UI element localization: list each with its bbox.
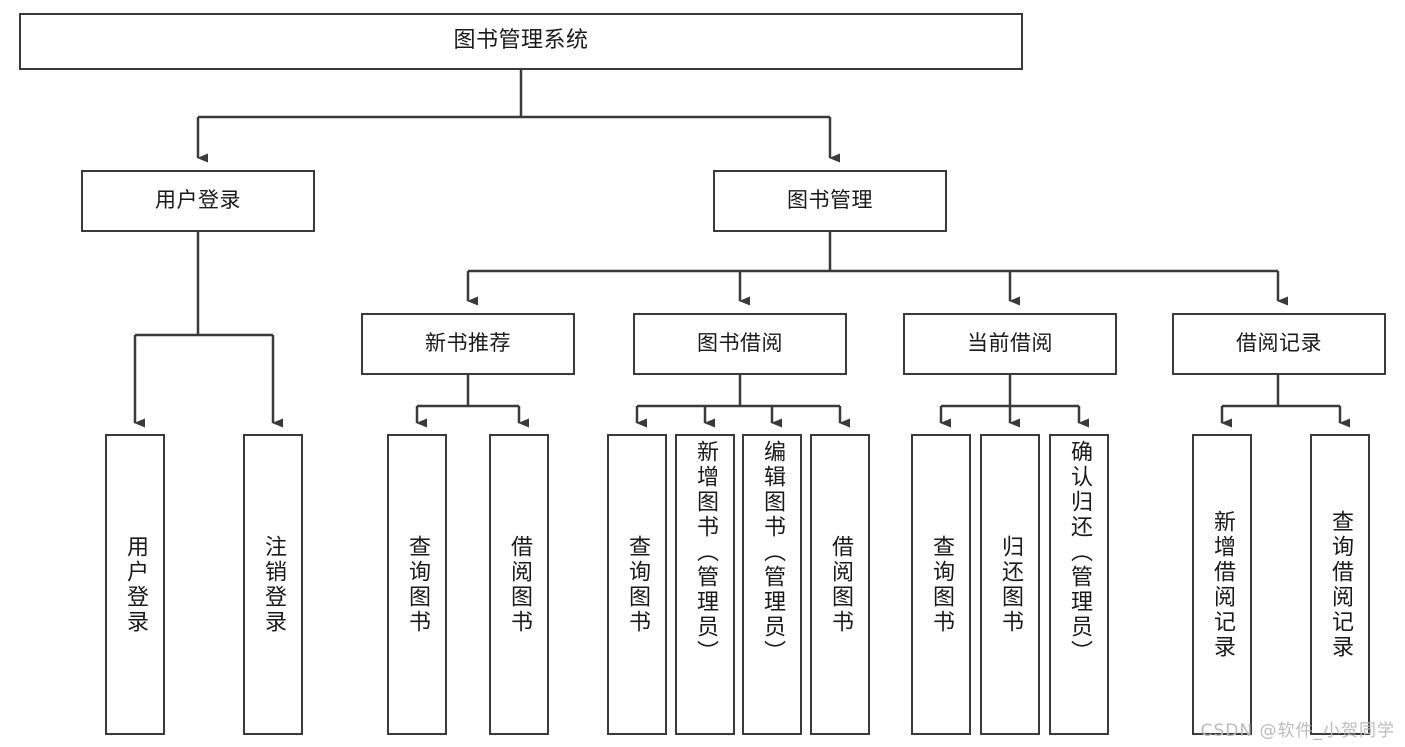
node-book-manage[interactable]: 图书管理 (713, 170, 947, 232)
node-new-book-recommend[interactable]: 新书推荐 (361, 313, 575, 375)
node-label: 借阅记录 (1236, 331, 1322, 356)
label-wrap: 新增图书（管理员） (677, 436, 733, 733)
label-wrap: 查询借阅记录 (1312, 436, 1368, 733)
node-leaf-query-book-rec[interactable]: 查询图书 (387, 434, 447, 735)
node-leaf-add-borrow-record[interactable]: 新增借阅记录 (1192, 434, 1252, 735)
node-leaf-return-book[interactable]: 归还图书 (980, 434, 1040, 735)
node-leaf-borrow-book-rec[interactable]: 借阅图书 (489, 434, 549, 735)
node-leaf-add-book-admin[interactable]: 新增图书（管理员） (675, 434, 735, 735)
label-wrap: 新增借阅记录 (1194, 436, 1250, 733)
label-wrap: 归还图书 (982, 436, 1038, 733)
node-label: 查询图书 (625, 534, 650, 635)
node-label: 归还图书 (998, 534, 1023, 635)
node-label: 用户登录 (123, 534, 148, 635)
node-leaf-user-login[interactable]: 用户登录 (105, 434, 165, 735)
label-wrap: 查询图书 (389, 436, 445, 733)
node-label: 图书管理 (787, 188, 873, 213)
node-leaf-logout[interactable]: 注销登录 (243, 434, 303, 735)
label-wrap: 借阅图书 (491, 436, 547, 733)
label-wrap: 查询图书 (609, 436, 665, 733)
node-label: 新书推荐 (425, 331, 511, 356)
node-label: 借阅图书 (507, 534, 532, 635)
label-wrap: 借阅图书 (812, 436, 868, 733)
node-label: 查询借阅记录 (1328, 509, 1353, 660)
node-borrow-record[interactable]: 借阅记录 (1172, 313, 1386, 375)
label-wrap: 确认归还（管理员） (1051, 436, 1107, 733)
node-label: 借阅图书 (828, 534, 853, 635)
node-current-borrow[interactable]: 当前借阅 (903, 313, 1117, 375)
node-leaf-edit-book-admin[interactable]: 编辑图书（管理员） (742, 434, 802, 735)
node-label: 查询图书 (929, 534, 954, 635)
node-leaf-borrow-book[interactable]: 借阅图书 (810, 434, 870, 735)
node-label: 注销登录 (261, 534, 286, 635)
node-label: 图书管理系统 (453, 28, 589, 54)
label-wrap: 编辑图书（管理员） (744, 436, 800, 733)
node-label: 当前借阅 (967, 331, 1053, 356)
node-leaf-query-book-borrow[interactable]: 查询图书 (607, 434, 667, 735)
node-label: 用户登录 (155, 188, 241, 213)
node-label: 图书借阅 (697, 331, 783, 356)
node-leaf-query-borrow-record[interactable]: 查询借阅记录 (1310, 434, 1370, 735)
node-label: 确认归还（管理员） (1067, 440, 1092, 665)
node-leaf-confirm-return-admin[interactable]: 确认归还（管理员） (1049, 434, 1109, 735)
node-user-login[interactable]: 用户登录 (81, 170, 315, 232)
label-wrap: 用户登录 (107, 436, 163, 733)
node-label: 编辑图书（管理员） (760, 440, 785, 665)
node-label: 查询图书 (405, 534, 430, 635)
node-leaf-query-book-current[interactable]: 查询图书 (911, 434, 971, 735)
node-book-borrow[interactable]: 图书借阅 (633, 313, 847, 375)
watermark-text: CSDN @软件_小贺同学 (1200, 721, 1395, 741)
label-wrap: 注销登录 (245, 436, 301, 733)
label-wrap: 查询图书 (913, 436, 969, 733)
node-label: 新增借阅记录 (1210, 509, 1235, 660)
node-root-system[interactable]: 图书管理系统 (19, 13, 1023, 70)
node-label: 新增图书（管理员） (693, 440, 718, 665)
